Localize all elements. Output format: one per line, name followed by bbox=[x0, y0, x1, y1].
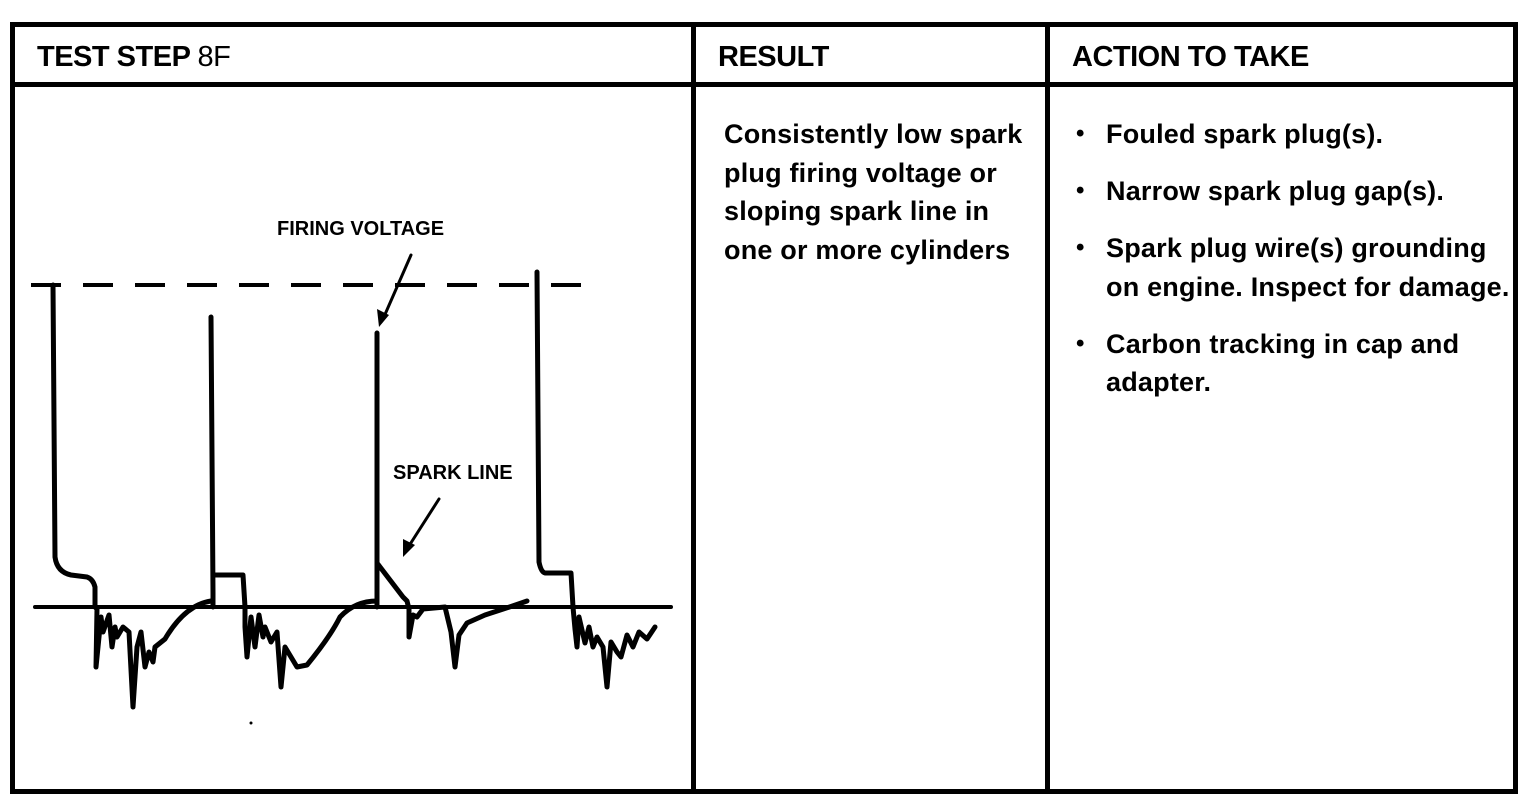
ignition-waveform-diagram: FIRING VOLTAGE SPARK LINE bbox=[31, 218, 673, 725]
scan-dot bbox=[249, 721, 253, 725]
test-step-header: TEST STEP 8F bbox=[15, 27, 691, 87]
list-item: • Spark plug wire(s) grounding on engine… bbox=[1070, 229, 1510, 306]
cylinder-2-trace bbox=[208, 314, 380, 690]
cylinder-4-trace bbox=[534, 269, 658, 690]
list-item: • Fouled spark plug(s). bbox=[1070, 115, 1510, 154]
action-text: Fouled spark plug(s). bbox=[1106, 119, 1384, 149]
firing-voltage-arrowhead bbox=[377, 309, 389, 327]
action-text: Narrow spark plug gap(s). bbox=[1106, 176, 1445, 206]
action-text: Carbon tracking in cap and adapter. bbox=[1106, 328, 1460, 398]
bullet-icon: • bbox=[1076, 177, 1085, 204]
test-step-number: 8F bbox=[197, 41, 231, 73]
test-step-column: TEST STEP 8F bbox=[15, 27, 691, 789]
action-column: ACTION TO TAKE • Fouled spark plug(s). •… bbox=[1045, 27, 1513, 789]
result-header: RESULT bbox=[696, 27, 1050, 87]
action-list: • Fouled spark plug(s). • Narrow spark p… bbox=[1070, 115, 1510, 420]
action-title: ACTION TO TAKE bbox=[1072, 41, 1309, 73]
cylinder-3-trace bbox=[374, 330, 530, 670]
spark-line-label: SPARK LINE bbox=[393, 462, 513, 484]
result-column: RESULT Consistently low spark plug firin… bbox=[691, 27, 1050, 789]
cylinder-1-trace bbox=[50, 282, 214, 710]
bullet-icon: • bbox=[1076, 234, 1085, 261]
spark-line-arrowhead bbox=[403, 539, 415, 557]
firing-voltage-label: FIRING VOLTAGE bbox=[277, 218, 444, 240]
test-step-table: TEST STEP 8F bbox=[10, 22, 1518, 794]
bullet-icon: • bbox=[1076, 120, 1085, 147]
bullet-icon: • bbox=[1076, 329, 1085, 357]
result-title: RESULT bbox=[718, 41, 829, 73]
result-description: Consistently low spark plug firing volta… bbox=[724, 119, 1023, 265]
action-header: ACTION TO TAKE bbox=[1050, 27, 1513, 87]
firing-voltage-arrow-line bbox=[381, 253, 413, 321]
action-text: Spark plug wire(s) grounding on engine. … bbox=[1106, 233, 1510, 302]
test-step-label: TEST STEP bbox=[37, 41, 190, 73]
list-item: • Narrow spark plug gap(s). bbox=[1070, 172, 1510, 211]
spark-line-arrow-line bbox=[405, 497, 441, 551]
list-item: • Carbon tracking in cap and adapter. bbox=[1070, 325, 1510, 402]
test-step-title: TEST STEP 8F bbox=[37, 41, 231, 74]
